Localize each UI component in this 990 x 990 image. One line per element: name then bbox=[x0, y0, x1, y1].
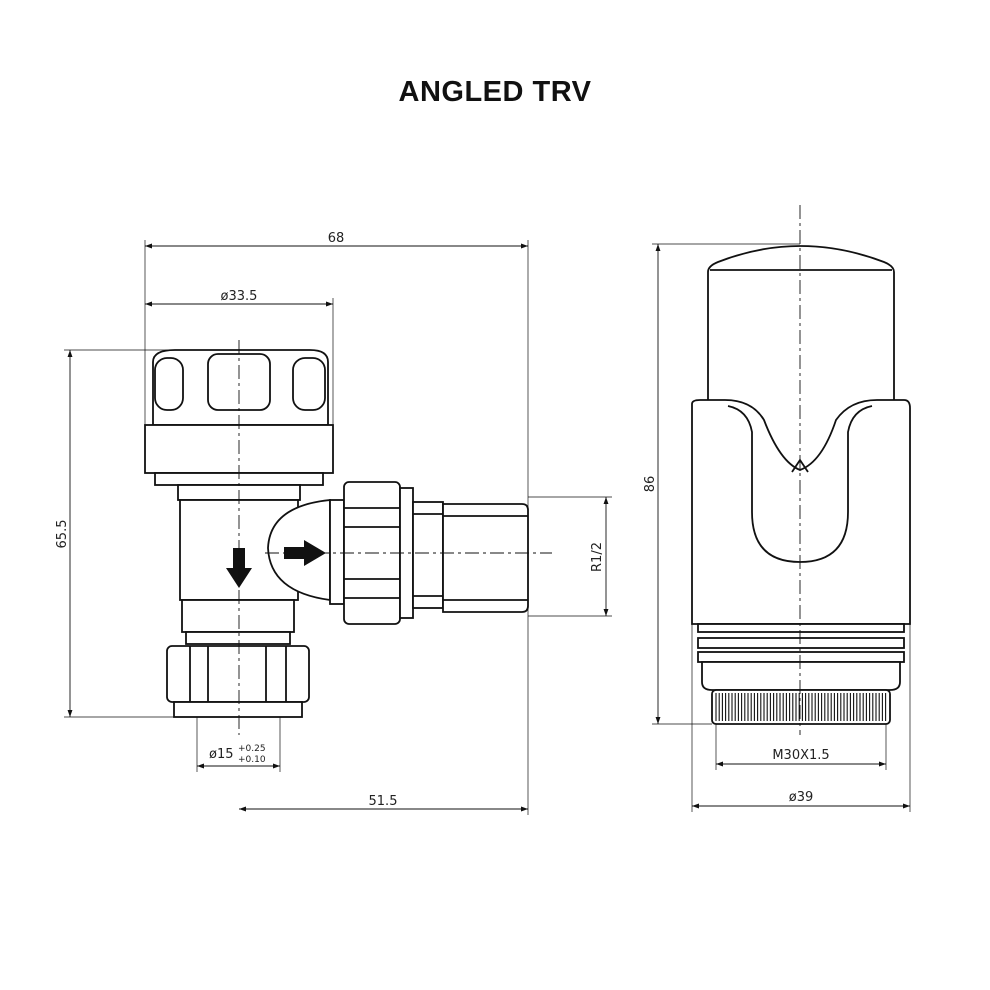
page-title: ANGLED TRV bbox=[398, 76, 592, 108]
dim-pipe-tol-lower: +0.10 bbox=[238, 755, 266, 765]
dim-thread: R1/2 bbox=[590, 542, 605, 572]
flow-arrow-right-icon bbox=[284, 540, 326, 566]
right-dimensions: 86 M30X1.5 ø39 bbox=[643, 243, 911, 812]
dim-head-diameter: ø39 bbox=[789, 790, 814, 805]
dim-head-thread: M30X1.5 bbox=[772, 748, 829, 763]
dim-pipe-diameter: ø15 bbox=[209, 747, 234, 762]
dim-height-left: 65.5 bbox=[55, 520, 70, 549]
valve-body bbox=[177, 484, 331, 645]
left-dimensions: 68 ø33.5 65.5 R1/2 ø15 +0.25 +0.10 51.5 bbox=[55, 231, 612, 815]
dim-cap-diameter: ø33.5 bbox=[221, 289, 258, 304]
bottom-compression-nut bbox=[166, 645, 310, 718]
dim-head-height: 86 bbox=[643, 476, 658, 493]
dim-pipe-tol-upper: +0.25 bbox=[238, 744, 266, 754]
dim-offset: 51.5 bbox=[369, 794, 398, 809]
thermostatic-head-view bbox=[691, 205, 911, 735]
knurled-nut bbox=[711, 689, 891, 725]
valve-side-view bbox=[144, 340, 552, 735]
dim-overall-width: 68 bbox=[328, 231, 345, 246]
